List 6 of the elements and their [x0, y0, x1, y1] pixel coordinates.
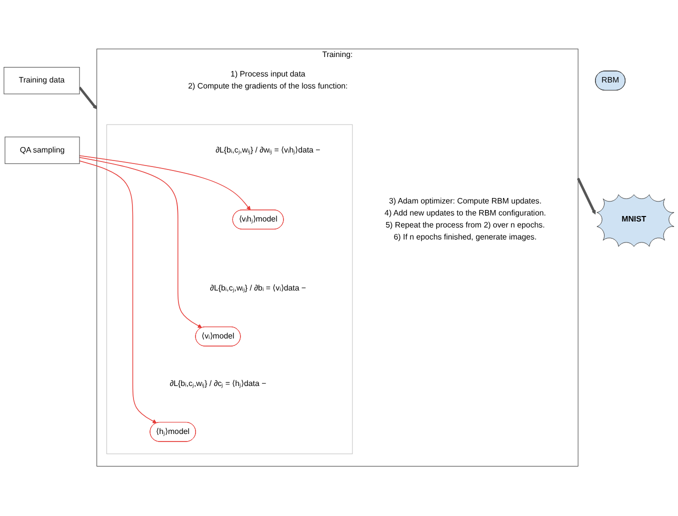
cluster [106, 124, 353, 455]
arrow [79, 156, 251, 211]
arrow [78, 87, 97, 110]
arrow [576, 178, 596, 215]
arrow [79, 157, 202, 328]
arrow [79, 160, 157, 424]
